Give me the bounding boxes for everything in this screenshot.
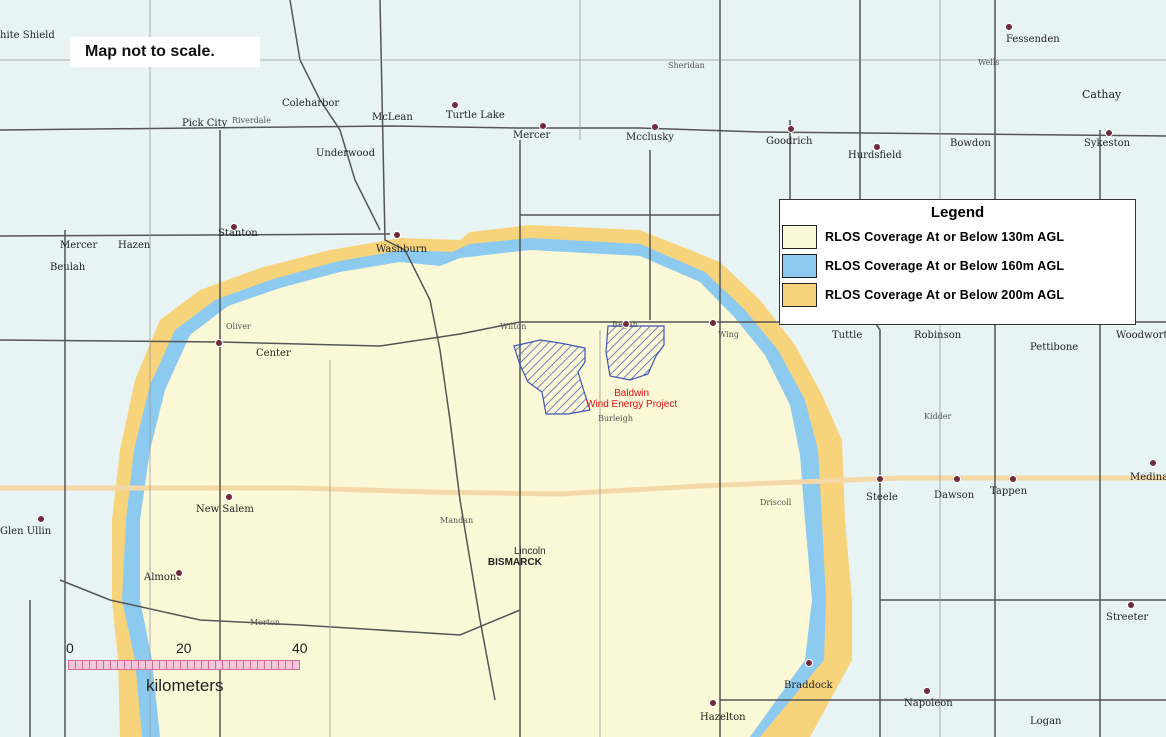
town-label-coleharbor: Coleharbor [282, 98, 340, 109]
town-label-mercer-top: Mercer [513, 130, 551, 141]
town-label-mercer-left: Mercer [60, 240, 98, 251]
town-marker [787, 125, 795, 133]
town-marker [230, 223, 238, 231]
city-label-lincoln: Lincoln [514, 546, 546, 557]
town-marker [876, 475, 884, 483]
town-label-almont: Almont [144, 572, 181, 583]
town-label-mcclusky: Mcclusky [626, 132, 674, 143]
town-label-tuttle: Tuttle [832, 330, 863, 341]
legend-item-160m: RLOS Coverage At or Below 160m AGL [782, 253, 1135, 279]
town-marker [622, 320, 630, 328]
legend-label-160m: RLOS Coverage At or Below 160m AGL [825, 259, 1065, 273]
town-label-hazen: Hazen [118, 240, 151, 251]
town-label-dawson: Dawson [934, 490, 975, 501]
scale-tick-40: 40 [292, 640, 308, 656]
project-label-line2: Wind Energy Project [586, 399, 678, 410]
town-label-braddock: Braddock [784, 680, 833, 691]
legend-label-130m: RLOS Coverage At or Below 130m AGL [825, 230, 1065, 244]
town-label-mandan: Mandan [440, 516, 474, 525]
project-area-east [605, 325, 665, 381]
town-label-morton: Morton [250, 618, 281, 627]
town-marker [175, 569, 183, 577]
map-scale-note: Map not to scale. [70, 37, 260, 67]
town-label-sheridan: Sheridan [668, 61, 705, 70]
town-label-stanton: Stanton [218, 228, 258, 239]
project-area-west [513, 339, 591, 415]
legend-swatch-200m [782, 283, 817, 307]
town-label-center: Center [256, 348, 291, 359]
town-marker [709, 699, 717, 707]
town-label-pick-city: Pick City [182, 118, 228, 129]
town-marker [709, 319, 717, 327]
legend-item-130m: RLOS Coverage At or Below 130m AGL [782, 224, 1135, 250]
town-label-cathay: Cathay [1082, 88, 1122, 101]
town-marker [225, 493, 233, 501]
town-label-medina: Medina [1130, 472, 1166, 483]
town-label-wilton: Wilton [500, 322, 527, 331]
town-label-tappen: Tappen [990, 486, 1028, 497]
town-label-sykeston: Sykeston [1084, 138, 1131, 149]
legend-item-200m: RLOS Coverage At or Below 200m AGL [782, 282, 1135, 308]
town-label-riverdale: Riverdale [232, 116, 271, 125]
town-label-goodrich: Goodrich [766, 136, 813, 147]
legend-swatch-160m [782, 254, 817, 278]
town-marker [1005, 23, 1013, 31]
town-label-oliver: Oliver [226, 322, 251, 331]
project-label-line1: Baldwin [614, 388, 650, 399]
legend-label-200m: RLOS Coverage At or Below 200m AGL [825, 288, 1065, 302]
town-label-mclean: McLean [372, 112, 413, 123]
interstate-94 [0, 475, 1166, 497]
scale-tick-0: 0 [66, 640, 74, 656]
legend-swatch-130m [782, 225, 817, 249]
town-marker [1009, 475, 1017, 483]
project-label: Baldwin Wind Energy Project [586, 388, 677, 410]
town-label-hurdsfield: Hurdsfield [848, 150, 902, 161]
city-label-bismarck: BISMARCK [487, 557, 542, 568]
town-label-fessenden: Fessenden [1006, 34, 1060, 45]
town-label-bowdon: Bowdon [950, 138, 991, 149]
town-marker [539, 122, 547, 130]
town-label-underwood: Underwood [316, 148, 375, 159]
town-label-burleigh: Burleigh [598, 414, 633, 423]
town-marker [805, 659, 813, 667]
town-label-white-shield: hite Shield [0, 30, 55, 41]
town-label-streeter: Streeter [1106, 612, 1149, 623]
town-marker [1149, 459, 1157, 467]
town-label-turtle-lake: Turtle Lake [446, 110, 505, 121]
map-legend: Legend RLOS Coverage At or Below 130m AG… [779, 199, 1136, 325]
town-label-kidder: Kidder [924, 412, 952, 421]
town-label-new-salem: New Salem [196, 504, 254, 515]
town-marker [651, 123, 659, 131]
town-marker [923, 687, 931, 695]
town-marker [451, 101, 459, 109]
town-label-logan: Logan [1030, 716, 1062, 727]
town-marker [873, 143, 881, 151]
town-label-napoleon: Napoleon [904, 698, 953, 709]
scale-tick-20: 20 [176, 640, 192, 656]
town-label-driscoll: Driscoll [760, 498, 792, 507]
town-label-hazelton: Hazelton [700, 712, 746, 723]
town-label-glen-ullin: Glen Ullin [0, 526, 52, 537]
scale-unit: kilometers [146, 676, 224, 695]
town-marker [215, 339, 223, 347]
town-label-washburn: Washburn [376, 244, 428, 255]
town-label-pettibone: Pettibone [1030, 342, 1079, 353]
town-label-beulah: Beulah [50, 262, 86, 273]
scale-bar-graphic [68, 660, 300, 670]
city-label: Lincoln BISMARCK [484, 546, 546, 568]
town-marker [953, 475, 961, 483]
town-label-wells: Wells [978, 58, 1000, 67]
town-label-robinson: Robinson [914, 330, 962, 341]
town-marker [1127, 601, 1135, 609]
town-label-woodworth: Woodworth [1116, 330, 1166, 341]
town-marker [393, 231, 401, 239]
town-label-wing: Wing [718, 330, 739, 339]
legend-title: Legend [930, 204, 985, 221]
town-marker [1105, 129, 1113, 137]
town-label-steele: Steele [866, 492, 898, 503]
town-marker [37, 515, 45, 523]
